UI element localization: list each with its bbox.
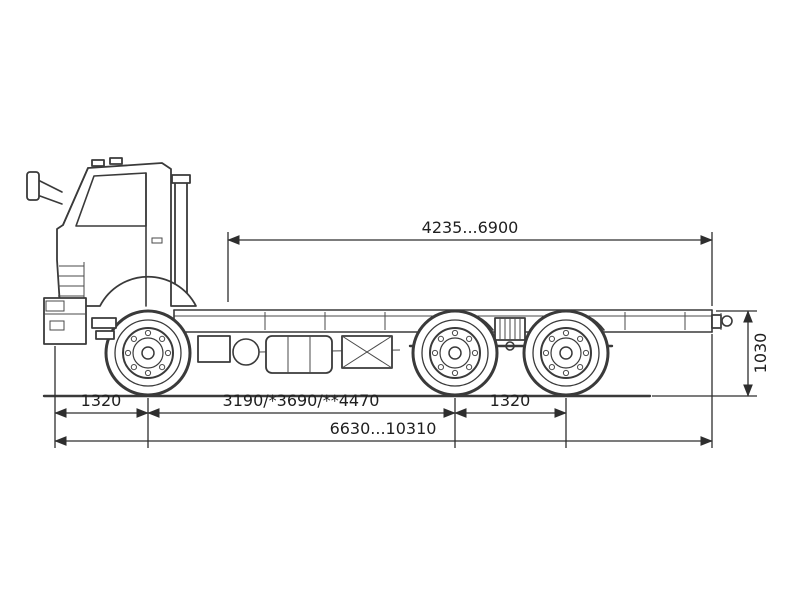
- cab-silhouette: [56, 162, 197, 307]
- front-bumper: [43, 297, 87, 345]
- dimension-label-frame-height: 1030: [751, 333, 770, 374]
- dim-rear-bogie: 1320: [454, 391, 567, 418]
- dim-front-overhang: 1320: [54, 391, 149, 418]
- cab: [56, 157, 197, 340]
- rear-mudguards: [418, 310, 605, 331]
- air-intake-stack: [171, 174, 191, 305]
- dimension-label-overall-length: 6630...10310: [330, 419, 437, 438]
- front-wheel: [104, 309, 192, 397]
- roof-marker-light: [109, 157, 123, 165]
- rear-hitch: [711, 313, 733, 330]
- roof-marker-light: [91, 159, 105, 167]
- dimension-label-rear-bogie: 1320: [490, 391, 531, 410]
- dim-overall-length: 6630...10310: [54, 419, 713, 446]
- dimension-label-front-overhang: 1320: [81, 391, 122, 410]
- dim-top-span: 4235...6900: [227, 218, 713, 306]
- dim-wheelbase: 3190/*3690/**4470: [147, 391, 456, 418]
- fuel-tank: [265, 335, 333, 374]
- fog-light: [49, 320, 65, 331]
- door-handle: [151, 237, 163, 244]
- grille: [58, 262, 85, 306]
- cab-step: [95, 330, 115, 340]
- dim-frame-height: 1030: [652, 310, 770, 397]
- side-mirror: [26, 171, 63, 205]
- dimension-label-top-span: 4235...6900: [422, 218, 519, 237]
- toolbox: [341, 335, 393, 369]
- dimension-label-wheelbase: 3190/*3690/**4470: [223, 391, 380, 410]
- cab-step: [91, 317, 117, 329]
- headlight: [45, 300, 65, 312]
